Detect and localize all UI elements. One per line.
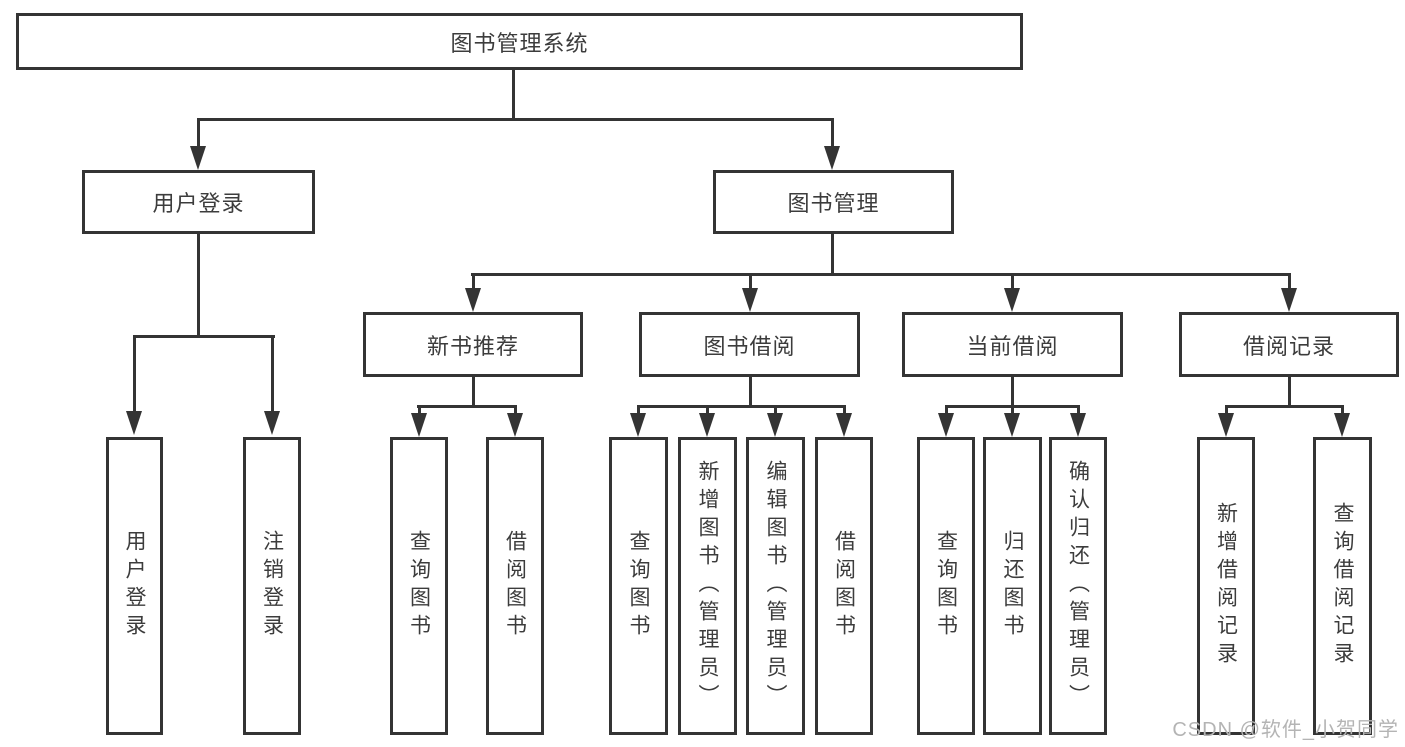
- connector-line: [637, 405, 640, 415]
- node-label: 新增图书（管理员）: [696, 460, 719, 712]
- leaf-query-borrow-record: 查询借阅记录: [1313, 437, 1372, 735]
- arrowhead-down-icon: [742, 288, 758, 312]
- node-book-management: 图书管理: [713, 170, 954, 234]
- arrowhead-down-icon: [1004, 288, 1020, 312]
- connector-line: [1225, 405, 1344, 408]
- arrowhead-down-icon: [411, 413, 427, 437]
- connector-line: [1011, 377, 1014, 408]
- node-current-borrowing: 当前借阅: [902, 312, 1123, 377]
- node-label: 查询图书: [407, 530, 431, 642]
- node-label: 借阅图书: [503, 530, 527, 642]
- node-label: 用户登录: [152, 191, 245, 216]
- connector-line: [471, 273, 1291, 276]
- arrowhead-down-icon: [1281, 288, 1297, 312]
- leaf-user-login: 用户登录: [106, 437, 163, 735]
- node-label: 注销登录: [260, 530, 284, 642]
- connector-line: [1341, 405, 1344, 415]
- leaf-confirm-return-admin: 确认归还（管理员）: [1049, 437, 1107, 735]
- connector-line: [749, 377, 752, 408]
- arrowhead-down-icon: [1334, 413, 1350, 437]
- node-label: 图书管理: [787, 191, 880, 216]
- arrowhead-down-icon: [767, 413, 783, 437]
- arrowhead-down-icon: [1004, 413, 1020, 437]
- connector-line: [417, 405, 517, 408]
- connector-line: [843, 405, 846, 415]
- node-label: 用户登录: [123, 530, 146, 642]
- arrowhead-down-icon: [507, 413, 523, 437]
- leaf-query-books-1: 查询图书: [390, 437, 448, 735]
- arrowhead-down-icon: [824, 146, 840, 170]
- connector-line: [133, 335, 275, 338]
- node-label: 图书管理系统: [450, 30, 589, 56]
- connector-line: [945, 405, 948, 415]
- connector-line: [1011, 405, 1014, 415]
- leaf-borrow-books-1: 借阅图书: [486, 437, 544, 735]
- arrowhead-down-icon: [126, 411, 142, 435]
- connector-line: [1225, 405, 1228, 415]
- leaf-query-books-2: 查询图书: [609, 437, 668, 735]
- connector-line: [514, 405, 517, 415]
- node-new-book-recommend: 新书推荐: [363, 312, 583, 377]
- node-label: 查询图书: [934, 530, 958, 642]
- connector-line: [512, 69, 515, 120]
- node-label: 归还图书: [1001, 530, 1024, 642]
- leaf-add-borrow-record: 新增借阅记录: [1197, 437, 1255, 735]
- connector-line: [133, 335, 136, 413]
- node-label: 编辑图书（管理员）: [764, 460, 787, 712]
- connector-line: [749, 273, 752, 290]
- leaf-logout: 注销登录: [243, 437, 301, 735]
- leaf-query-books-3: 查询图书: [917, 437, 975, 735]
- arrowhead-down-icon: [1070, 413, 1086, 437]
- node-library-management-system: 图书管理系统: [16, 13, 1023, 70]
- arrowhead-down-icon: [465, 288, 481, 312]
- connector-line: [418, 405, 421, 415]
- leaf-borrow-books-2: 借阅图书: [815, 437, 873, 735]
- arrowhead-down-icon: [264, 411, 280, 435]
- connector-line: [831, 118, 834, 146]
- node-label: 借阅图书: [832, 530, 856, 642]
- arrowhead-down-icon: [190, 146, 206, 170]
- leaf-edit-books-admin: 编辑图书（管理员）: [746, 437, 805, 735]
- arrowhead-down-icon: [836, 413, 852, 437]
- arrowhead-down-icon: [699, 413, 715, 437]
- node-book-borrowing: 图书借阅: [639, 312, 860, 377]
- connector-line: [1011, 273, 1014, 290]
- connector-line: [774, 405, 777, 415]
- arrowhead-down-icon: [630, 413, 646, 437]
- connector-line: [831, 233, 834, 276]
- node-label: 借阅记录: [1242, 333, 1335, 359]
- arrowhead-down-icon: [1218, 413, 1234, 437]
- node-label: 新增借阅记录: [1214, 502, 1238, 670]
- connector-line: [197, 118, 834, 121]
- node-label: 确认归还（管理员）: [1066, 460, 1090, 712]
- leaf-add-books-admin: 新增图书（管理员）: [678, 437, 737, 735]
- connector-line: [197, 233, 200, 338]
- connector-line: [197, 118, 200, 146]
- arrowhead-down-icon: [938, 413, 954, 437]
- node-label: 新书推荐: [426, 333, 519, 359]
- connector-line: [472, 273, 475, 290]
- connector-line: [1288, 377, 1291, 408]
- leaf-return-books: 归还图书: [983, 437, 1042, 735]
- connector-line: [1077, 405, 1080, 415]
- node-label: 当前借阅: [966, 333, 1059, 359]
- node-label: 查询图书: [627, 530, 650, 642]
- connector-line: [637, 405, 845, 408]
- node-label: 查询借阅记录: [1331, 502, 1354, 670]
- connector-line: [271, 335, 274, 413]
- connector-line: [472, 377, 475, 408]
- node-label: 图书借阅: [703, 333, 796, 359]
- connector-line: [706, 405, 709, 415]
- node-borrowing-records: 借阅记录: [1179, 312, 1399, 377]
- node-user-login: 用户登录: [82, 170, 315, 234]
- connector-line: [1288, 273, 1291, 290]
- csdn-watermark: CSDN @软件_小贺同学: [1172, 719, 1399, 741]
